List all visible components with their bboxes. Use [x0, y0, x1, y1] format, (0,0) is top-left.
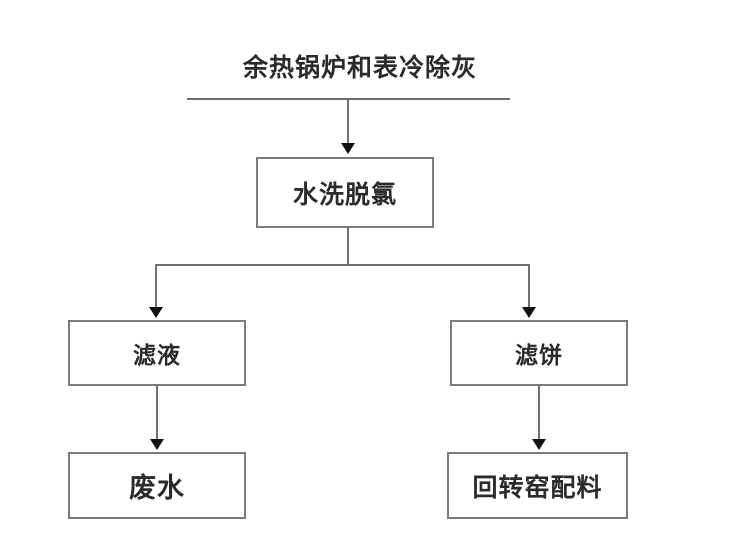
edge-title-to-wash-line	[347, 99, 349, 144]
edge-wash-to-filtrate-line	[155, 264, 157, 308]
node-wash-dechlorination-label: 水洗脱氯	[292, 179, 397, 209]
edge-wash-stem-line	[347, 228, 349, 266]
node-wastewater[interactable]: 废水	[68, 452, 246, 519]
node-rotary-kiln-batching-label: 回转窑配料	[472, 472, 603, 502]
edge-title-to-wash-arrowhead	[341, 143, 355, 154]
node-filtrate-label: 滤液	[133, 342, 181, 369]
node-filter-cake[interactable]: 滤饼	[450, 320, 628, 386]
branch-bar	[155, 264, 530, 266]
node-filtrate[interactable]: 滤液	[68, 320, 246, 386]
node-filter-cake-label: 滤饼	[515, 342, 563, 369]
edge-cake-to-kiln-arrowhead	[532, 439, 546, 450]
page-title: 余热锅炉和表冷除灰	[242, 53, 477, 82]
edge-cake-to-kiln-line	[538, 386, 540, 440]
edge-wash-to-filtrate-arrowhead	[149, 307, 163, 318]
edge-wash-to-cake-arrowhead	[522, 307, 536, 318]
node-rotary-kiln-batching[interactable]: 回转窑配料	[447, 452, 628, 519]
edge-filtrate-to-wastewater-line	[156, 386, 158, 440]
edge-filtrate-to-wastewater-arrowhead	[150, 439, 164, 450]
edge-wash-to-cake-line	[528, 264, 530, 308]
node-wastewater-label: 废水	[129, 473, 185, 504]
node-wash-dechlorination[interactable]: 水洗脱氯	[256, 157, 434, 228]
